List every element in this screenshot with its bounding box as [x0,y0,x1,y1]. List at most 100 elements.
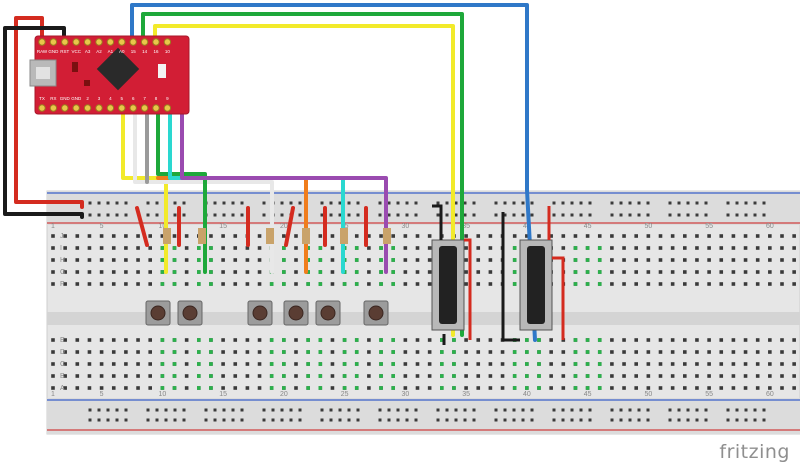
rail-hole [231,201,235,205]
connected-hole [306,350,310,354]
row-letter: E [60,337,65,344]
rail-hole [735,213,739,217]
connected-hole [269,338,274,342]
hole [75,234,80,238]
hole [330,374,335,378]
connected-hole [209,258,213,262]
hole [755,374,760,378]
rail-hole [646,408,650,412]
column-number: 5 [100,223,104,230]
rail-hole [240,418,244,422]
connected-hole [597,258,602,262]
rail-hole [97,213,101,217]
hole [792,282,796,286]
rail-hole [454,418,458,422]
hole [318,234,323,238]
hole [330,282,335,286]
connected-hole [512,258,517,262]
hole [63,338,67,342]
board-pin-label: 8 [155,96,158,101]
connected-hole [379,338,383,342]
rail-hole [704,213,708,217]
rail-hole [97,201,101,205]
connected-hole [379,258,383,262]
rail-hole [762,418,766,422]
rail-hole [579,418,583,422]
rail-hole [329,201,333,205]
hole [464,270,468,274]
hole [294,258,298,262]
hole [403,362,408,366]
rail-hole [262,201,266,205]
hole [136,246,140,250]
hole [646,350,651,354]
connected-hole [209,338,213,342]
rail-hole [494,418,498,422]
hole [221,338,225,342]
hole [719,350,724,354]
hole [427,350,432,354]
rail-hole [338,213,342,217]
connected-hole [525,386,529,390]
connected-hole [597,386,602,390]
hole [124,338,128,342]
board-pin [49,38,58,46]
connected-hole [197,338,201,342]
hole [75,246,80,250]
hole [75,338,80,342]
rail-hole [726,408,730,412]
hole [610,258,614,262]
hole [257,338,262,342]
hole [488,234,493,238]
hole [646,338,651,342]
hole [658,374,663,378]
hole [403,350,408,354]
hole [51,258,55,262]
board-pin-label: 7 [143,96,146,101]
hole [768,282,772,286]
connected-hole [354,338,359,342]
hole [622,246,626,250]
rail-hole [97,418,101,422]
rail-hole [329,418,333,422]
connected-hole [525,374,529,378]
rail-hole [579,201,583,205]
rail-hole [222,201,226,205]
rail-hole [262,418,266,422]
connected-hole [172,246,177,250]
rail-hole [396,418,400,422]
rail-hole [512,213,516,217]
hole [257,282,262,286]
hole [792,338,796,342]
hole [233,246,238,250]
hole [780,246,784,250]
connected-hole [354,282,359,286]
hole [634,246,638,250]
board-pin-label: 6 [132,96,135,101]
hole [87,338,92,342]
rail-hole [445,408,449,412]
wire-black-ground [3,26,84,219]
hole [233,362,238,366]
board-pin [95,104,103,112]
hole [610,362,614,366]
rail-hole [378,201,382,205]
rail-hole [463,213,467,217]
board-pin [152,38,160,46]
hole [719,374,724,378]
connected-hole [318,374,323,378]
board-pin [83,104,92,112]
hole [670,338,675,342]
rail-hole [356,408,360,412]
hole [634,258,638,262]
connected-hole [269,386,274,390]
connected-hole [318,246,323,250]
hole [87,258,92,262]
hole [87,350,92,354]
rail-hole [753,201,757,205]
connected-hole [209,270,213,274]
hole [731,234,736,238]
hole [634,234,638,238]
connected-hole [209,350,213,354]
